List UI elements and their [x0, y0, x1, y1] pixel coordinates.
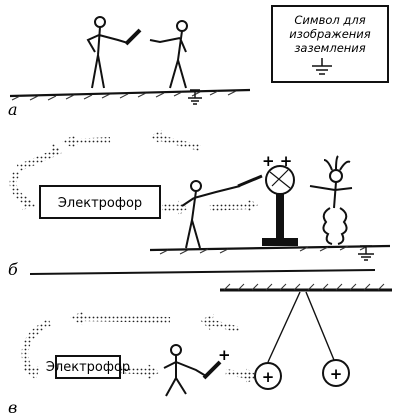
- legend-line-2: изображения: [289, 27, 370, 41]
- dotted-arrow-b2: [69, 137, 111, 145]
- legend-line-3: заземления: [294, 41, 365, 55]
- ground-line-a: [9, 88, 251, 98]
- electrophorus-box-c: [55, 355, 121, 379]
- insulated-stand-b: [262, 165, 298, 246]
- panel-a: а: [8, 16, 251, 119]
- ground-symbol-b: [358, 245, 374, 261]
- dotted-arrow-c2: [209, 319, 241, 333]
- dotted-arrow-b6: [209, 203, 251, 211]
- rod-c: [202, 360, 222, 380]
- panel-label-c: в: [8, 398, 17, 417]
- electrophorus-label-c: Электрофор: [46, 360, 130, 375]
- ground-line-b: [149, 244, 391, 252]
- dotted-arrow-c1: [79, 315, 171, 323]
- electrophorus-box-b: [39, 185, 161, 219]
- dotted-arrow-b3: [159, 135, 201, 151]
- ground-symbol-a: [188, 89, 202, 105]
- rod-a: [124, 28, 142, 46]
- ground-hatch-a: [11, 90, 237, 101]
- svg-text:+ +: + +: [262, 152, 292, 170]
- person-left-b: [181, 180, 241, 249]
- person-right-b: [309, 155, 353, 245]
- ground-symbol-icon: [312, 58, 332, 75]
- legend-frame: [271, 5, 389, 83]
- ball-right-charge: +: [330, 365, 343, 383]
- svg-text:+: +: [218, 346, 231, 364]
- panel-divider: [29, 269, 376, 275]
- dotted-arrow-c4: [119, 367, 151, 375]
- panel-label-b: б: [8, 260, 18, 279]
- ball-left-charge: +: [262, 368, 275, 386]
- ball-right-c: [322, 359, 350, 387]
- ground-legend: Символ для изображения заземления: [271, 5, 389, 83]
- panel-b: Электрофор + + б: [8, 130, 391, 279]
- person-left-a: [86, 16, 129, 89]
- rod-b: [237, 174, 263, 188]
- panel-c: + + Электрофор + в: [8, 283, 392, 417]
- dotted-arrow-c3: [21, 318, 52, 374]
- thread-right-c: [305, 291, 335, 361]
- person-right-a: [149, 20, 188, 89]
- electrophorus-label-b: Электрофор: [58, 196, 142, 211]
- thread-left-c: [267, 291, 301, 363]
- person-c: [163, 344, 207, 397]
- panel-label-a: а: [8, 100, 18, 119]
- legend-line-1: Символ для: [294, 13, 365, 27]
